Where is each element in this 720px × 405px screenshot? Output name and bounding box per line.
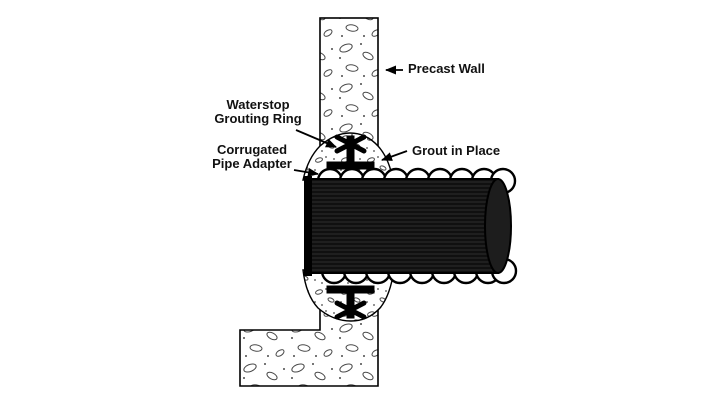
pipe-adapter-collar <box>304 176 312 276</box>
pipe-body <box>305 178 499 274</box>
label-precast-wall: Precast Wall <box>408 61 485 76</box>
label-grout-in-place: Grout in Place <box>412 143 501 158</box>
callout-arrows <box>293 65 408 177</box>
waterstop-grouting-ring-top <box>326 134 375 170</box>
arrow-waterstop-ring <box>295 129 337 148</box>
label-corrugated-pipe-adapter: Corrugated Pipe Adapter <box>204 143 300 171</box>
corrugated-pipe <box>304 176 512 276</box>
arrow-pipe-adapter <box>293 167 319 177</box>
label-waterstop-line1: Waterstop <box>226 97 290 112</box>
label-adapter-line2: Pipe Adapter <box>212 156 292 171</box>
label-waterstop-line2: Grouting Ring <box>214 111 302 126</box>
pipe-end-cap <box>484 178 512 274</box>
label-adapter-line1: Corrugated <box>216 142 288 157</box>
waterstop-grouting-ring-bottom <box>326 285 375 320</box>
arrow-grout-in-place <box>381 150 408 161</box>
label-waterstop-grouting-ring: Waterstop Grouting Ring <box>208 98 308 126</box>
